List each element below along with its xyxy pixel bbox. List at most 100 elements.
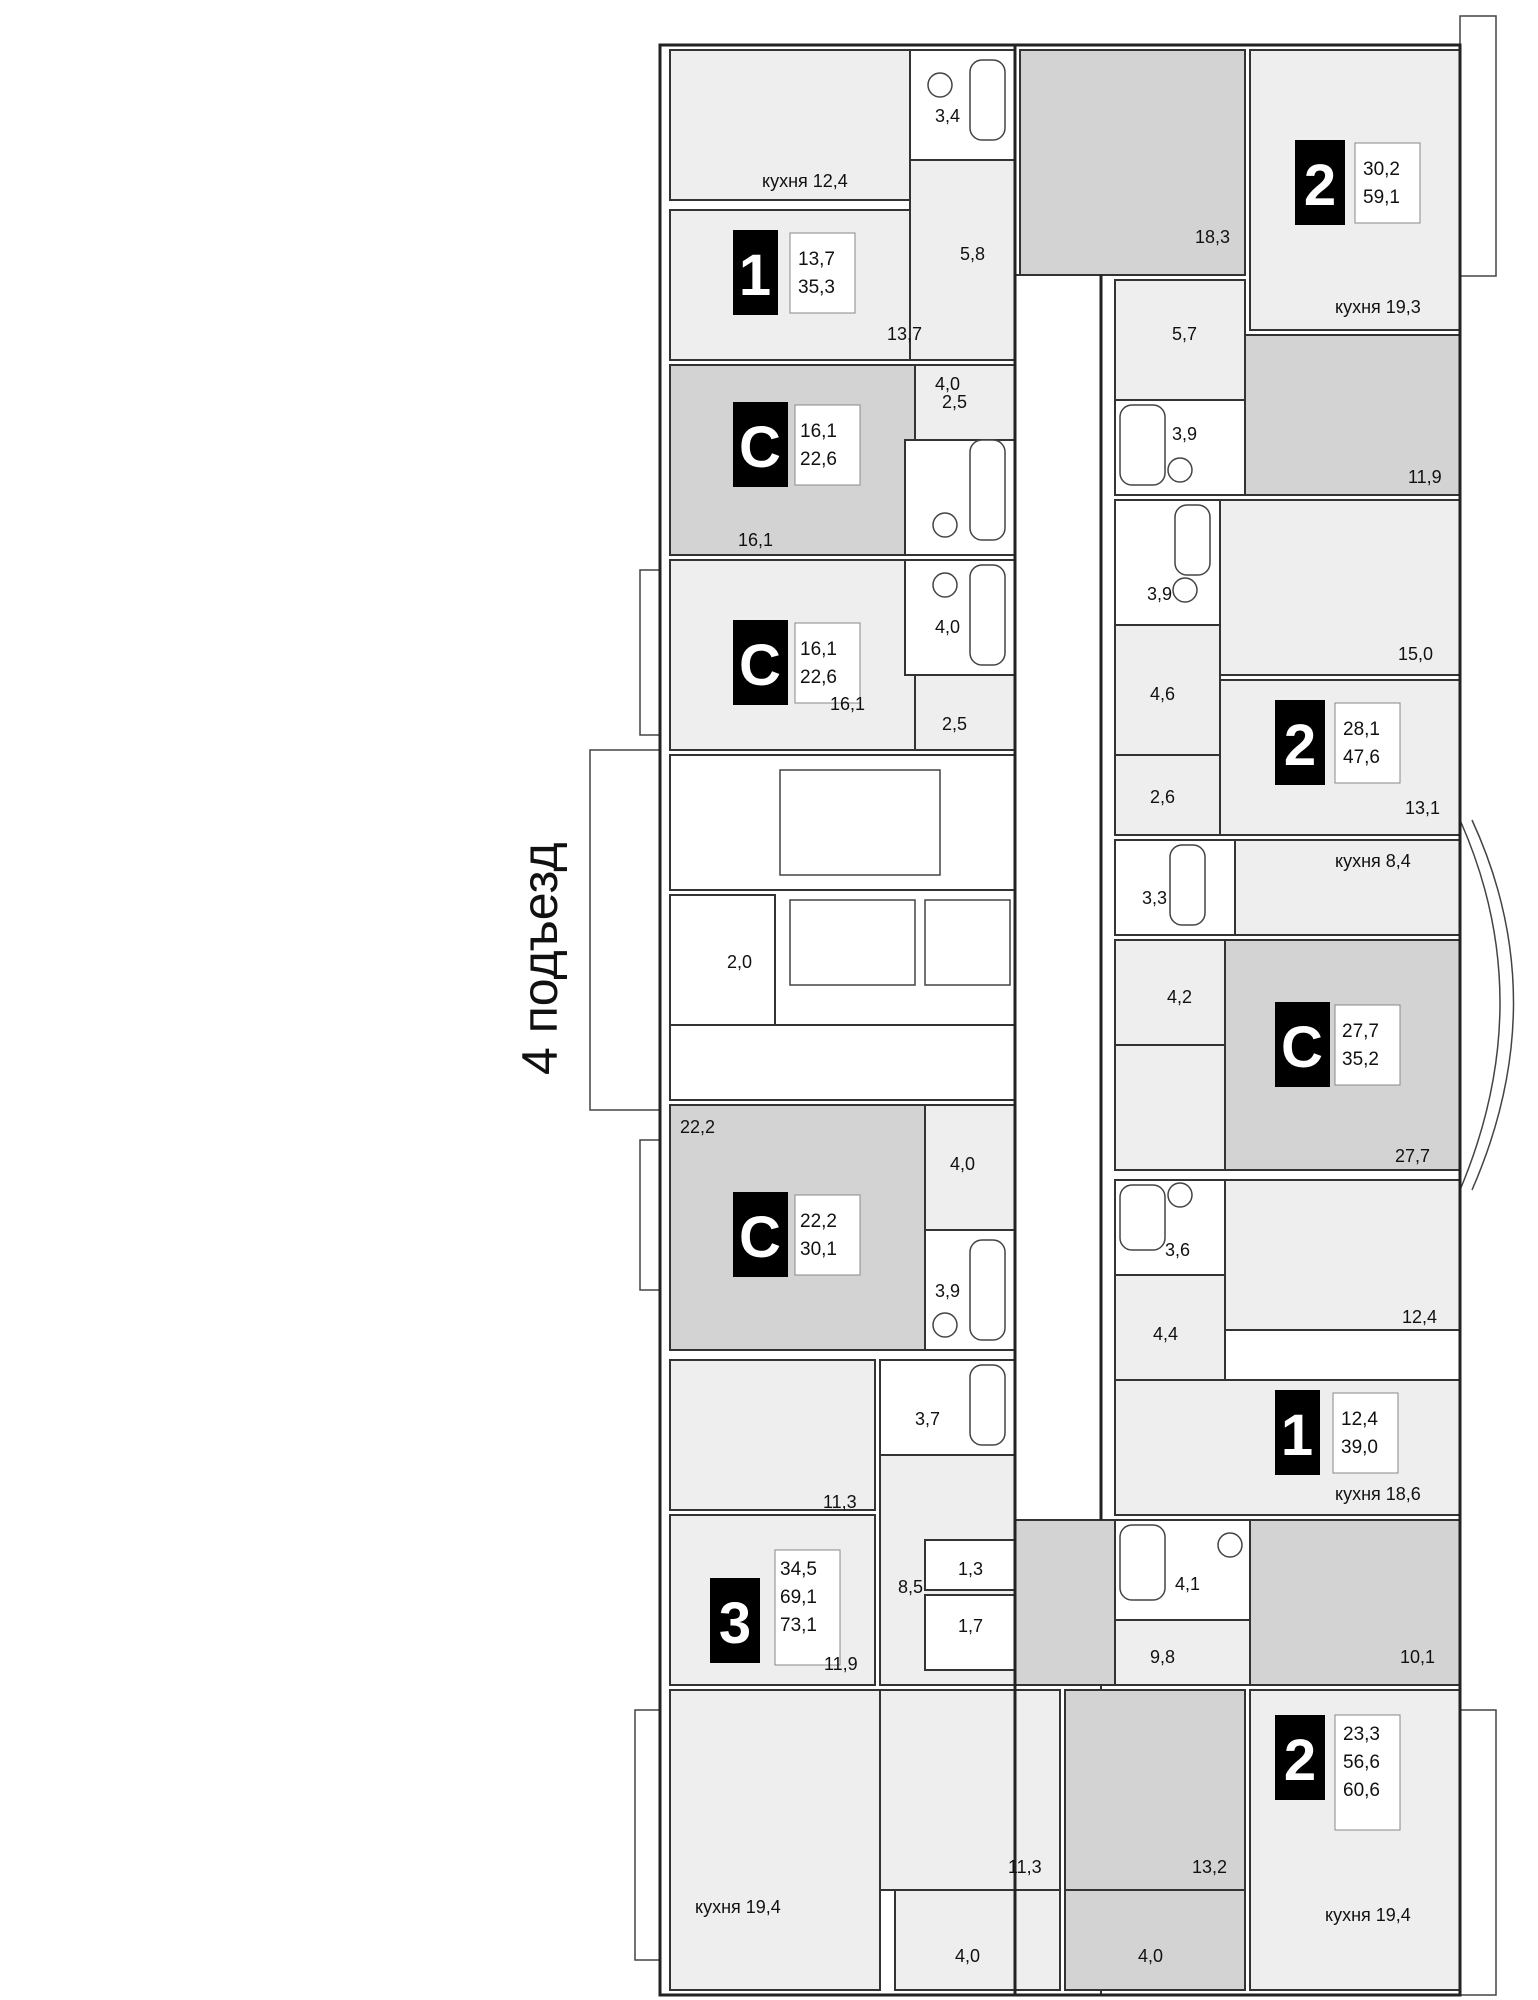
svg-text:С: С [739, 1205, 781, 1270]
room-label: 3,3 [1142, 888, 1167, 908]
room-label: 13,7 [887, 324, 922, 344]
room-3-wc-1 [924, 1539, 1016, 1591]
svg-text:16,1: 16,1 [800, 639, 837, 660]
svg-text:69,1: 69,1 [780, 1587, 817, 1608]
room-label: 2,0 [727, 952, 752, 972]
room-label: 2,5 [942, 392, 967, 412]
room-label: 15,0 [1398, 644, 1433, 664]
room-label: 13,2 [1192, 1857, 1227, 1877]
svg-text:73,1: 73,1 [780, 1615, 817, 1636]
room-label: 4,4 [1153, 1324, 1178, 1344]
room-label: 4,6 [1150, 684, 1175, 704]
room-label: 1,3 [958, 1559, 983, 1579]
lift-shaft-2 [924, 899, 1011, 986]
room-label: 3,6 [1165, 1240, 1190, 1260]
svg-text:2: 2 [1304, 153, 1336, 218]
lift-lobby [669, 1024, 1016, 1101]
svg-text:35,3: 35,3 [798, 277, 835, 298]
room-2-bot-hall [1014, 1519, 1116, 1686]
room-3-living [879, 1689, 1061, 1891]
apt-badge-c2: С 16,1 22,6 [733, 620, 861, 705]
svg-text:3: 3 [719, 1591, 751, 1656]
room-2-bot-corridor [1114, 1619, 1251, 1686]
room-2-top-living [1244, 334, 1461, 496]
apt-badge-2-mid: 2 28,1 47,6 [1275, 700, 1401, 785]
room-label: 22,2 [680, 1117, 715, 1137]
balconies-left [589, 569, 661, 1961]
room-1-mid-bedroom [1224, 1179, 1461, 1331]
room-label: 3,9 [1172, 424, 1197, 444]
apt-badge-2-bottom: 2 23,3 56,6 60,6 [1275, 1714, 1401, 1831]
room-label: кухня 12,4 [762, 171, 848, 191]
room-label: 4,0 [1138, 1946, 1163, 1966]
svg-text:16,1: 16,1 [800, 421, 837, 442]
svg-text:60,6: 60,6 [1343, 1780, 1380, 1801]
room-label: 4,0 [935, 617, 960, 637]
room-2-top-hall [1114, 279, 1246, 401]
svg-text:59,1: 59,1 [1363, 187, 1400, 208]
svg-text:39,0: 39,0 [1341, 1437, 1378, 1458]
room-c3-hall [1114, 939, 1226, 1046]
svg-text:С: С [739, 415, 781, 480]
room-label: 12,4 [1402, 1307, 1437, 1327]
apt-badge-1-mid: 1 12,4 39,0 [1275, 1390, 1399, 1475]
room-hall-1-top [909, 159, 1016, 361]
lift-shaft-1 [789, 899, 916, 986]
room-label: 4,0 [935, 374, 960, 394]
svg-text:12,4: 12,4 [1341, 1409, 1378, 1430]
room-c3-kitchen [1114, 1044, 1226, 1171]
room-label: 16,1 [738, 530, 773, 550]
room-hall-c2 [914, 674, 1016, 751]
svg-text:30,2: 30,2 [1363, 159, 1400, 180]
room-2-mid-bedroom [1219, 499, 1461, 676]
room-label: кухня 8,4 [1335, 851, 1411, 871]
svg-text:47,6: 47,6 [1343, 747, 1380, 768]
svg-text:56,6: 56,6 [1343, 1752, 1380, 1773]
room-label: 11,3 [1008, 1857, 1042, 1877]
room-label: 18,3 [1195, 227, 1230, 247]
storage-2-0 [669, 894, 776, 1026]
svg-text:30,1: 30,1 [800, 1239, 837, 1260]
room-label: 3,9 [1147, 584, 1172, 604]
room-label: 13,1 [1405, 798, 1440, 818]
room-label: 4,2 [1167, 987, 1192, 1007]
room-label: 8,5 [898, 1577, 923, 1597]
room-3-balcony [894, 1889, 1061, 1991]
room-label: кухня 19,4 [695, 1897, 781, 1917]
room-label: 27,7 [1395, 1146, 1430, 1166]
room-labels: 3,4 кухня 12,4 5,8 13,7 18,3 кухня 19,3 … [680, 106, 1442, 1966]
apt-badge-2-top: 2 30,2 59,1 [1295, 140, 1421, 225]
room-label: 5,7 [1172, 324, 1197, 344]
room-label: кухня 18,6 [1335, 1484, 1421, 1504]
svg-text:С: С [739, 633, 781, 698]
fixtures [927, 59, 1243, 1601]
room-label: 5,8 [960, 244, 985, 264]
room-label: 3,4 [935, 106, 960, 126]
apt-badge-1-top: 1 13,7 35,3 [733, 230, 856, 315]
svg-text:28,1: 28,1 [1343, 719, 1380, 740]
balconies-right [1459, 15, 1515, 1996]
room-label: 9,8 [1150, 1647, 1175, 1667]
room-label: 4,0 [955, 1946, 980, 1966]
room-2-bot-balcony [1064, 1889, 1246, 1991]
room-label: 11,9 [824, 1654, 858, 1674]
room-2-bot-living [1064, 1689, 1246, 1891]
apt-badge-3: 3 34,5 69,1 73,1 [710, 1549, 841, 1666]
svg-text:1: 1 [1281, 1403, 1313, 1468]
room-2-top-bedroom [1019, 49, 1246, 276]
room-hall-c1 [914, 364, 1016, 441]
apt-badge-c4: С 22,2 30,1 [733, 1192, 861, 1277]
svg-text:2: 2 [1284, 1728, 1316, 1793]
apt-badge-c3: С 27,7 35,2 [1275, 1002, 1401, 1087]
room-label: 1,7 [958, 1616, 983, 1636]
room-2-bot-bedroom [1249, 1519, 1461, 1686]
svg-text:22,6: 22,6 [800, 667, 837, 688]
room-studio-c1 [669, 364, 916, 556]
svg-text:С: С [1281, 1015, 1323, 1080]
room-label: 3,9 [935, 1281, 960, 1301]
room-label: 3,7 [915, 1409, 940, 1429]
svg-text:35,2: 35,2 [1342, 1049, 1379, 1070]
room-label: 2,5 [942, 714, 967, 734]
svg-text:34,5: 34,5 [780, 1559, 817, 1580]
